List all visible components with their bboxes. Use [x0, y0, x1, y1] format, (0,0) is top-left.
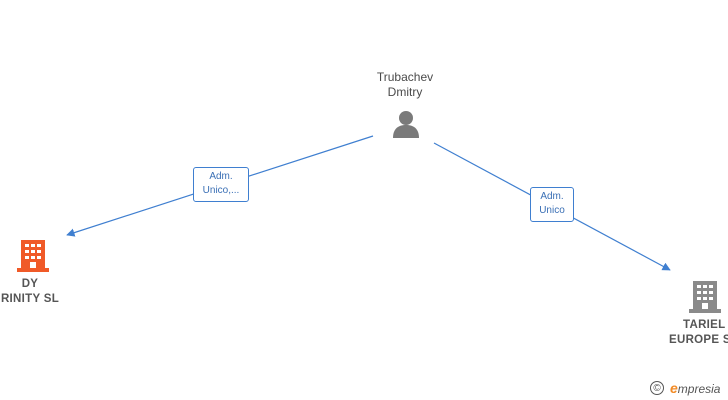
edge-label-left[interactable]: Adm. Unico,... — [193, 167, 249, 202]
copyright-icon: © — [650, 381, 664, 395]
edge-label-right-line1: Adm. — [540, 191, 564, 202]
brand-logo: empresia — [670, 380, 720, 396]
brand-rest: mpresia — [677, 382, 721, 396]
person-name-line2: Dmitry — [387, 85, 423, 99]
building-icon-right[interactable] — [689, 279, 721, 313]
company-left-line2: RINITY SL — [0, 293, 60, 305]
person-name[interactable]: Trubachev Dmitry — [355, 70, 455, 100]
edge-label-right[interactable]: Adm. Unico — [530, 187, 574, 222]
building-icon-left[interactable] — [17, 238, 49, 272]
edge-label-left-line2: Unico,... — [202, 185, 240, 196]
company-left-name[interactable]: DY RINITY SL — [0, 277, 70, 307]
edge-label-right-line2: Unico — [539, 205, 565, 216]
company-right-line2: EUROPE S — [669, 334, 728, 346]
company-right-name[interactable]: TARIEL EUROPE S — [665, 318, 728, 348]
brand-initial: e — [670, 380, 678, 396]
person-name-line1: Trubachev — [376, 70, 434, 84]
person-icon[interactable] — [391, 110, 421, 138]
company-right-line1: TARIEL — [683, 319, 726, 331]
brand-watermark: © empresia — [650, 378, 720, 398]
edge-label-left-line1: Adm. — [209, 171, 233, 182]
company-left-line1: DY — [21, 278, 39, 290]
